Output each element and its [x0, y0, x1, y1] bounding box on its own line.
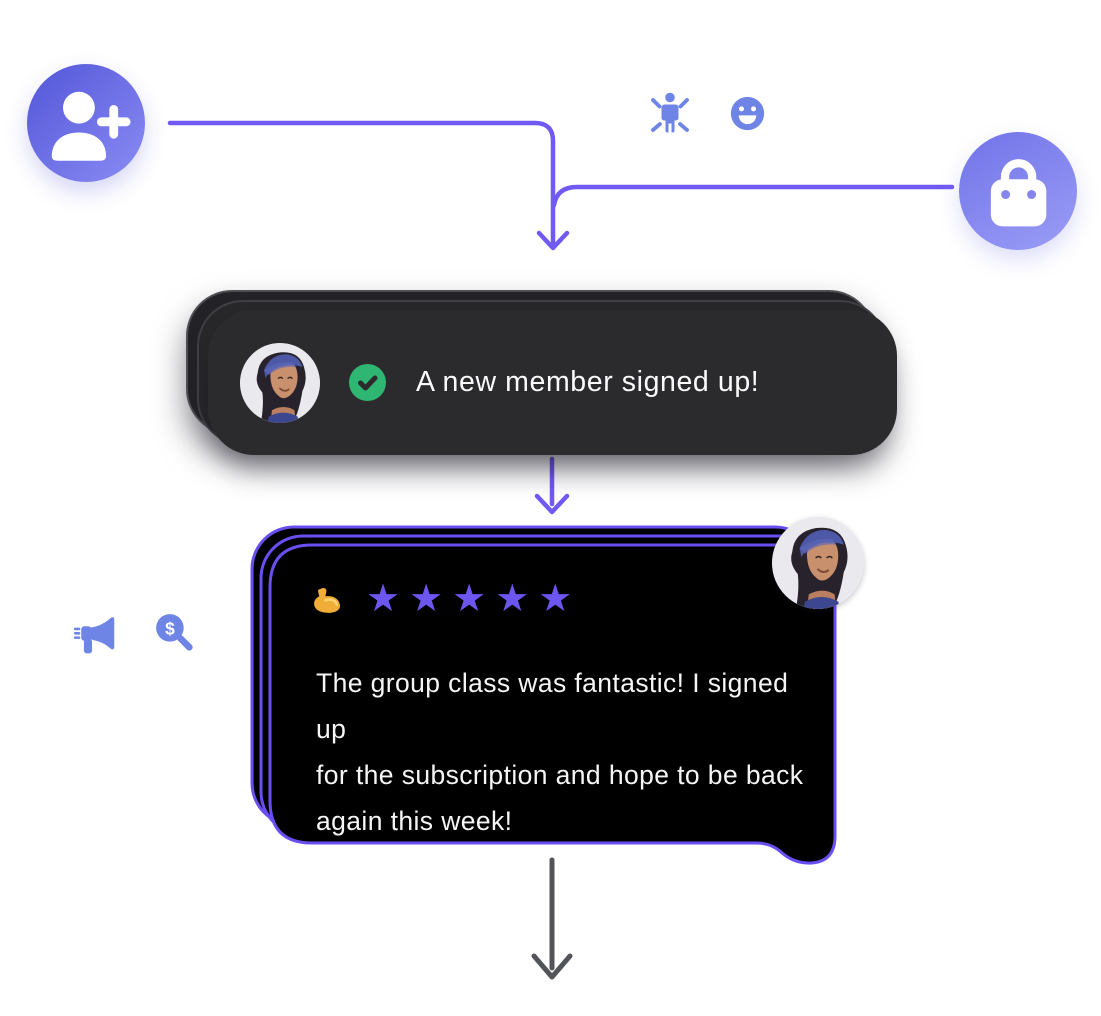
member-avatar-image	[240, 343, 320, 423]
person-rays-icon	[646, 90, 694, 138]
smiley-glyph	[730, 96, 765, 131]
review-text-line: The group class was fantastic! I signed …	[316, 668, 789, 744]
review-text: The group class was fantastic! I signed …	[316, 660, 816, 844]
arrowhead-bottom	[531, 953, 573, 980]
connector-line-left	[167, 120, 556, 249]
arrowhead-top	[536, 230, 570, 251]
notification-card: A new member signed up!	[208, 310, 897, 455]
shopping-bag-icon	[959, 132, 1077, 250]
notification-text: A new member signed up!	[416, 366, 760, 398]
money-search-icon: $	[150, 610, 199, 659]
reviewer-avatar	[772, 517, 864, 609]
member-avatar	[240, 342, 320, 423]
star-rating: ★★★★★	[366, 576, 582, 620]
money-search-glyph: $	[156, 614, 193, 651]
review-text-line: again this week!	[316, 806, 513, 836]
review-text-line: for the subscription and hope to be back	[316, 760, 804, 790]
connector-line-right	[551, 184, 955, 208]
flexed-bicep-glyph	[314, 588, 341, 613]
check-glyph	[358, 375, 378, 391]
shopping-bag-glyph	[990, 159, 1047, 227]
megaphone-icon	[72, 610, 124, 662]
megaphone-glyph	[73, 617, 115, 654]
flexed-bicep-icon	[311, 586, 344, 619]
person-add-glyph	[51, 91, 131, 161]
smiley-icon	[729, 95, 766, 132]
svg-text:$: $	[165, 619, 175, 639]
person-rays-glyph	[651, 92, 689, 133]
person-add-icon	[27, 64, 145, 182]
reviewer-avatar-image	[772, 517, 864, 609]
arrowhead-middle	[534, 493, 570, 515]
check-icon	[349, 364, 386, 401]
